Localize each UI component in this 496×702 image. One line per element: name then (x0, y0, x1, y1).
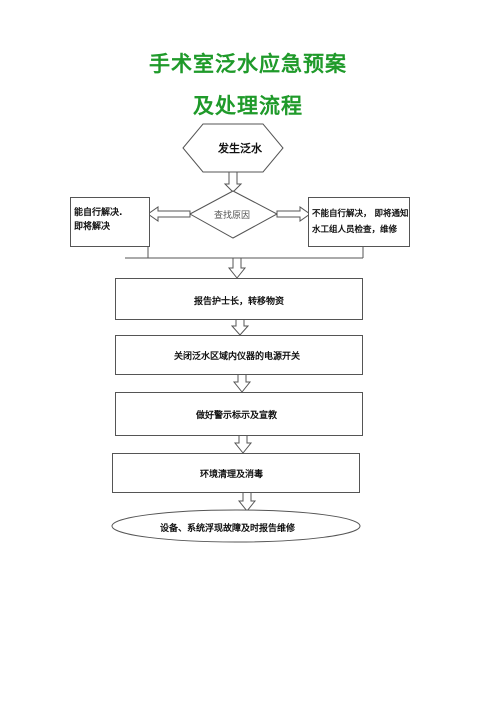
step4-label: 环境清理及消毒 (200, 470, 264, 480)
arrow-start-to-decision (223, 171, 243, 193)
step2-box (115, 335, 363, 375)
right-result-box (308, 197, 410, 247)
right-result-line-2: 水工组人员检查，维修 (312, 225, 398, 235)
end-label: 设备、系统浮现故障及时报告维修 (160, 524, 296, 534)
left-result-box (70, 197, 150, 247)
end-terminal (111, 509, 361, 543)
arrow-merge-to-step1 (227, 257, 247, 279)
left-result-line-1: 能自行解决. (74, 208, 123, 218)
arrow-step4-to-end (237, 490, 257, 512)
decision-label: 查找原因 (214, 211, 251, 221)
step1-label: 报告护士长，转移物资 (194, 297, 285, 307)
arrow-step3-to-step4 (233, 433, 253, 454)
right-result-line-1: 不能自行解决， 即将通知 (312, 209, 409, 219)
left-result-line-2: 即将解决 (74, 222, 111, 232)
start-label: 发生泛水 (218, 142, 262, 155)
arrow-step1-to-step2 (230, 317, 250, 336)
start-hexagon (182, 123, 284, 173)
arrow-decision-to-right (276, 206, 311, 222)
step3-label: 做好警示标示及宣教 (196, 411, 278, 421)
step2-label: 关闭泛水区域内仪器的电源开关 (174, 352, 301, 362)
arrow-decision-to-left (147, 206, 191, 222)
step4-box (112, 453, 360, 493)
title-line-2: 及处理流程 (193, 94, 303, 118)
step1-box (115, 278, 363, 320)
step3-box (115, 392, 363, 436)
title-line-1: 手术室泛水应急预案 (149, 52, 347, 76)
arrow-step2-to-step3 (232, 372, 252, 393)
